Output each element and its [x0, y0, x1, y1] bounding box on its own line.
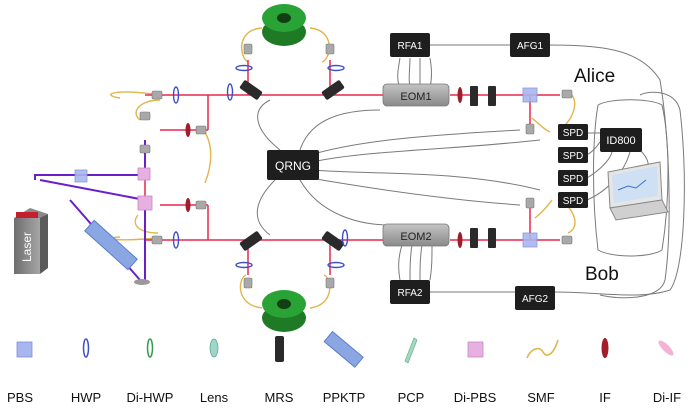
- laser-source: Laser: [14, 208, 48, 274]
- legend-label-lens: Lens: [200, 390, 229, 405]
- legend-label-ppktp: PPKTP: [323, 390, 366, 405]
- mrs-mirrors: [239, 80, 496, 251]
- hwp-plates: [172, 64, 349, 269]
- mrs-icon: [275, 336, 284, 362]
- legend-label-pbs: PBS: [7, 390, 33, 405]
- beam-mirror: [134, 279, 150, 285]
- laser-label: Laser: [20, 232, 34, 262]
- ppktp-icon: [323, 330, 364, 368]
- legend-label-di-if: Di-IF: [653, 390, 681, 405]
- legend-label-pcp: PCP: [398, 390, 425, 405]
- legend-label-if: IF: [599, 390, 611, 405]
- spd-label-3: SPD: [563, 174, 584, 185]
- qrng-box: QRNG: [267, 150, 319, 180]
- rfa2-box: RFA2: [390, 280, 430, 304]
- pbs-cubes: [74, 87, 538, 248]
- di-hwp-icon: [146, 338, 154, 358]
- di-pbs-icon: [467, 341, 484, 358]
- fiber-couplers: [139, 43, 573, 289]
- di-pbs-cubes: [137, 167, 153, 211]
- wiring: [256, 44, 685, 299]
- afg1-box: AFG1: [510, 33, 550, 57]
- spd-label-4: SPD: [563, 196, 584, 207]
- legend-label-di-pbs: Di-PBS: [454, 390, 497, 405]
- legend-label-mrs: MRS: [265, 390, 294, 405]
- if-filters: [185, 87, 463, 248]
- spd-label-1: SPD: [563, 128, 584, 139]
- di-if-icon: [658, 340, 674, 356]
- spd-box-2: SPD: [558, 147, 588, 163]
- spd-box-4: SPD: [558, 192, 588, 208]
- bob-label: Bob: [585, 264, 619, 285]
- ring-resonator-bottom: [262, 290, 306, 332]
- pbs-icon: [16, 341, 33, 358]
- afg2-label: AFG2: [522, 294, 549, 305]
- lens-icon: [209, 338, 219, 358]
- eom1-label: EOM1: [400, 91, 431, 103]
- smf-icon: [526, 339, 559, 359]
- legend-icons: [16, 330, 674, 368]
- ppktp-crystal: [84, 219, 138, 271]
- legend-label-di-hwp: Di-HWP: [127, 390, 174, 405]
- eom1-box: EOM1: [382, 83, 450, 107]
- rfa1-label: RFA1: [397, 41, 422, 52]
- spd-box-1: SPD: [558, 124, 588, 140]
- spd-label-2: SPD: [563, 151, 584, 162]
- pcp-icon: [404, 337, 418, 364]
- if-icon: [601, 338, 609, 358]
- legend-labels: PBS HWP Di-HWP Lens MRS PPKTP PCP Di-PBS…: [7, 390, 681, 405]
- eom2-box: EOM2: [382, 223, 450, 247]
- spd-box-3: SPD: [558, 170, 588, 186]
- afg1-label: AFG1: [517, 41, 544, 52]
- qrng-label: QRNG: [275, 159, 311, 173]
- legend-label-hwp: HWP: [71, 390, 101, 405]
- alice-label: Alice: [574, 66, 615, 87]
- id800-label: ID800: [606, 135, 635, 147]
- rfa1-box: RFA1: [390, 33, 430, 57]
- rfa2-label: RFA2: [397, 288, 422, 299]
- afg2-box: AFG2: [515, 286, 555, 310]
- eom2-label: EOM2: [400, 231, 431, 243]
- hwp-icon: [82, 338, 90, 358]
- legend-label-smf: SMF: [527, 390, 555, 405]
- id800-box: ID800: [600, 128, 642, 152]
- laptop-icon: [607, 161, 669, 221]
- ring-resonator-top: [262, 4, 306, 46]
- red-beams: [144, 60, 560, 275]
